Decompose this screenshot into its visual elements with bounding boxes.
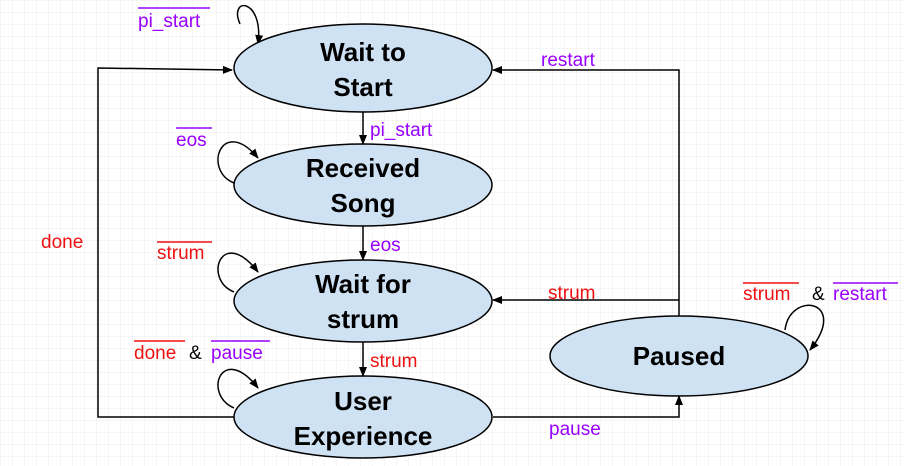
self-loop-paused <box>784 304 825 351</box>
edge-user-to-paused <box>493 395 683 418</box>
state-wait-for-strum-line2: strum <box>327 304 399 334</box>
state-wait-for-strum: Wait for strum <box>233 259 493 343</box>
label-self-received: eos <box>176 130 207 151</box>
self-loop-wait-start <box>236 4 264 45</box>
label-self-paused-amp: & <box>812 284 825 305</box>
state-wait-to-start-line2: Start <box>333 72 393 102</box>
label-self-wait-strum: strum <box>157 243 205 264</box>
edge-user-to-wait-start <box>97 65 234 418</box>
label-user-to-wait-start: done <box>41 232 83 253</box>
label-self-user-amp: & <box>189 343 202 364</box>
label-self-wait-start: pi_start <box>138 11 201 32</box>
label-user-to-paused: pause <box>549 419 601 440</box>
state-wait-to-start: Wait to Start <box>233 23 493 113</box>
label-self-paused-strum: strum <box>743 284 791 305</box>
label-self-paused-restart: restart <box>833 284 888 305</box>
label-paused-to-wait-start: restart <box>541 50 596 71</box>
state-received-song-line2: Song <box>331 188 396 218</box>
state-user-experience-line2: Experience <box>294 421 433 451</box>
state-wait-to-start-line1: Wait to <box>320 37 406 67</box>
state-received-song: Received Song <box>233 143 493 227</box>
label-received-to-wait-strum: eos <box>370 235 401 256</box>
state-user-experience-line1: User <box>334 386 392 416</box>
self-loop-user-exp <box>217 368 259 409</box>
label-self-user-pause: pause <box>211 343 263 364</box>
self-loop-received <box>217 141 259 184</box>
label-wait-strum-to-user: strum <box>370 351 418 372</box>
label-wait-start-to-received: pi_start <box>370 120 433 141</box>
edge-paused-to-wait-start <box>492 66 680 318</box>
state-user-experience: User Experience <box>233 375 493 459</box>
state-wait-for-strum-line1: Wait for <box>315 269 411 299</box>
self-loop-wait-strum <box>217 252 259 293</box>
state-paused-label: Paused <box>633 341 726 371</box>
label-paused-to-wait-strum: strum <box>548 283 596 304</box>
label-self-user-done: done <box>134 343 176 364</box>
state-paused: Paused <box>549 315 809 397</box>
state-received-song-line1: Received <box>306 153 420 183</box>
